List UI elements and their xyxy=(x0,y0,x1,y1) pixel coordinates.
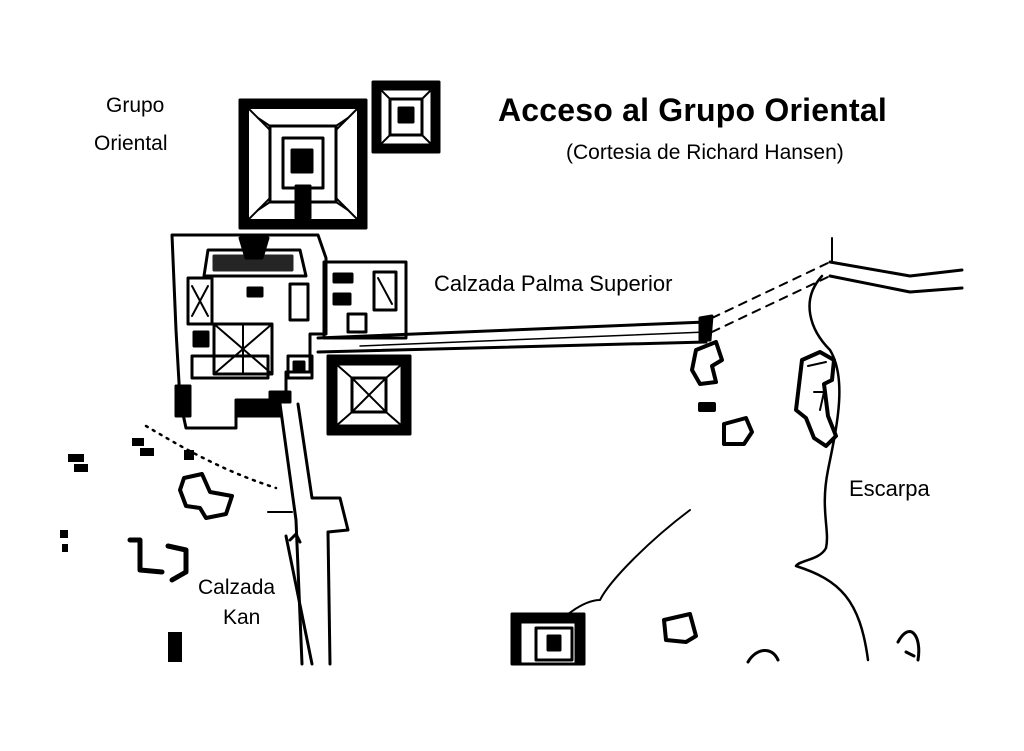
calzada-palma-superior xyxy=(316,237,964,354)
structure-west-cluster xyxy=(178,472,234,520)
structures-south xyxy=(510,612,921,666)
escarpa-line xyxy=(794,274,870,662)
dotted-boundary xyxy=(144,424,278,490)
structure-west-l xyxy=(127,537,189,583)
label-escarpa: Escarpa xyxy=(849,476,930,501)
map-title: Acceso al Grupo Oriental xyxy=(498,92,887,128)
label-calzada-palma-superior: Calzada Palma Superior xyxy=(434,271,673,296)
structures-east xyxy=(690,340,838,448)
structures-west xyxy=(60,438,194,662)
label-calzada-kan-1: Calzada xyxy=(198,576,276,599)
acropolis-complex xyxy=(170,233,328,430)
map-credit: (Cortesia de Richard Hansen) xyxy=(566,141,844,164)
pyramid-south xyxy=(326,354,412,436)
calzada-kan xyxy=(267,402,350,666)
small-structure xyxy=(286,354,314,380)
structure-east-of-acropolis xyxy=(322,260,408,340)
label-grupo-oriental-1: Grupo xyxy=(106,94,165,117)
pyramid-large xyxy=(238,98,368,230)
label-calzada-kan-2: Kan xyxy=(223,606,261,629)
structure-small-top xyxy=(371,80,441,154)
label-grupo-oriental-2: Oriental xyxy=(94,132,168,155)
